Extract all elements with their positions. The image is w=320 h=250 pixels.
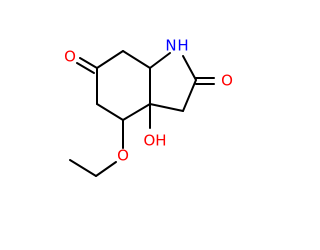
ketone-oxygen-left: O (64, 48, 76, 66)
bond-c6-c7 (96, 50, 124, 69)
bond-c7a-n1 (149, 52, 171, 69)
bond-c2-c3 (182, 79, 197, 112)
bond-c7-c7a (122, 50, 151, 69)
bond-c6-o-double-a (79, 57, 98, 69)
lactam-oxygen: O (221, 72, 233, 90)
amide-nitrogen: N (165, 37, 176, 55)
ether-oxygen: O (117, 147, 129, 165)
bond-c3a-c4 (122, 103, 151, 121)
hydroxyl-label: OH (143, 132, 166, 150)
bond-c4-c5 (96, 103, 124, 121)
bond-c3-c3a (149, 103, 184, 112)
amide-hydrogen: H (177, 37, 188, 55)
bond-o-ch2 (95, 161, 117, 177)
bond-n1-c2 (182, 55, 197, 81)
molecule-structure-diagram: O N H O OH O (64, 37, 233, 177)
bond-ch2-ch3 (69, 159, 97, 177)
bond-c6-o-double-b (76, 62, 95, 74)
